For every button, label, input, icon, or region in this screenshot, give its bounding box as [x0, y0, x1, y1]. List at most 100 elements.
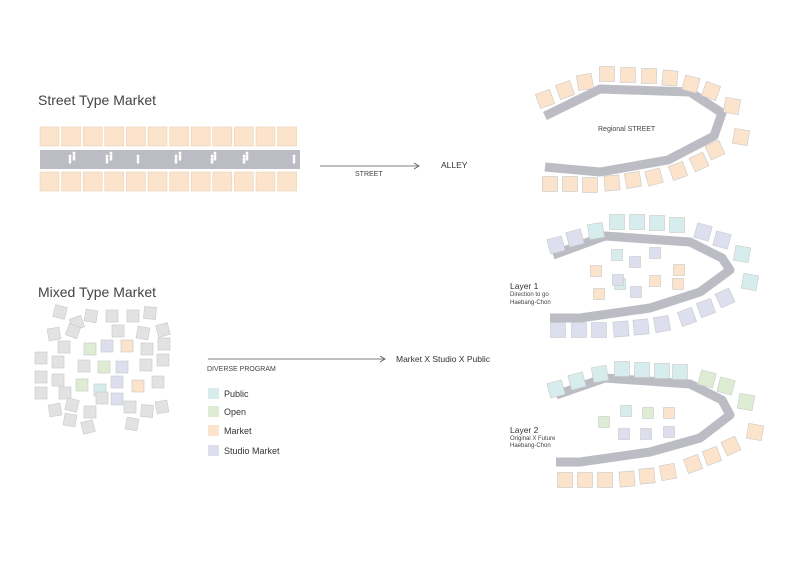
person-icon: [245, 154, 249, 161]
layer1-block: [669, 217, 685, 233]
mixed-block: [135, 325, 151, 341]
layer1-title: Layer 1: [510, 281, 539, 291]
regional-block: [542, 176, 558, 192]
regional-street-label: Regional STREET: [598, 126, 656, 133]
market-stall-top: [255, 126, 276, 147]
layer2-block: [654, 363, 670, 379]
mixed-block: [34, 351, 48, 365]
mixed-block: [58, 386, 72, 400]
person-icon: [72, 151, 76, 155]
layer2-line1: Original X Future: [510, 436, 556, 442]
regional-block: [599, 66, 615, 82]
layer1-inner-block: [611, 249, 623, 261]
person-icon: [210, 157, 214, 164]
mixed-block: [110, 392, 124, 406]
mixed-block: [140, 342, 154, 356]
market-stall-top: [104, 126, 125, 147]
mixed-block: [47, 402, 63, 418]
layer2-block: [634, 362, 650, 378]
market-stall-bottom: [82, 171, 103, 192]
layer2-block: [567, 371, 587, 391]
layer1-inner-block: [590, 265, 602, 277]
legend-swatch-open: [208, 406, 219, 417]
regional-block: [641, 68, 657, 84]
layer1-block: [714, 287, 736, 309]
layer2-block: [745, 422, 765, 442]
mixed-block: [139, 358, 153, 372]
market-stall-bottom: [61, 171, 81, 192]
layer1-street-path: [550, 231, 735, 323]
street-arrow-label: STREET: [355, 171, 383, 178]
layer2-block: [736, 392, 756, 412]
market-stall-bottom: [255, 171, 276, 192]
mixed-block: [151, 375, 165, 389]
regional-block: [535, 89, 555, 109]
person-icon: [178, 154, 182, 161]
street-type-title: Street Type Market: [38, 92, 157, 108]
mixed-block: [131, 379, 145, 393]
layer1-block: [550, 322, 566, 338]
regional-block: [688, 151, 710, 173]
mixed-block: [46, 326, 62, 342]
legend-label-open: Open: [224, 407, 247, 417]
mixed-block: [95, 391, 109, 405]
layer1-block: [693, 222, 713, 242]
person-icon: [242, 157, 246, 164]
mixed-block: [124, 416, 140, 432]
layer1-block: [649, 215, 665, 231]
layer2-block: [638, 467, 656, 485]
mixed-block: [105, 309, 119, 323]
regional-block: [731, 127, 751, 147]
layer1-block: [732, 244, 752, 264]
person-icon: [210, 154, 214, 158]
street-band: [40, 150, 300, 169]
mixed-block: [100, 339, 114, 353]
layer1-inner-block: [649, 275, 661, 287]
mixed-block: [75, 378, 89, 392]
regional-block: [603, 174, 621, 192]
mixed-block: [83, 308, 99, 324]
market-stall-bottom: [104, 171, 125, 192]
mixed-block: [126, 309, 140, 323]
market-stall-bottom: [169, 171, 189, 192]
layer1-block: [571, 322, 587, 338]
mixed-block: [123, 400, 137, 414]
person-icon: [68, 157, 72, 164]
layer2-line2: Haebang-Chon: [510, 443, 551, 449]
layer1-inner-block: [649, 247, 661, 259]
layer1-block: [586, 221, 606, 241]
layer1-block: [740, 272, 760, 292]
layer2-block: [672, 364, 688, 380]
person-icon: [213, 151, 217, 155]
legend-swatch-public: [208, 388, 219, 399]
layer2-block: [716, 376, 736, 396]
market-stall-bottom: [39, 171, 60, 192]
layer2-block: [720, 435, 742, 457]
person-icon: [174, 157, 178, 164]
mixed-block: [120, 339, 134, 353]
alley-label: ALLEY: [441, 160, 468, 170]
person-icon: [174, 154, 178, 158]
market-stall-top: [82, 126, 103, 147]
mixed-block: [111, 324, 125, 338]
person-icon: [105, 157, 109, 164]
layer1-block: [632, 318, 650, 336]
layer2-title: Layer 2: [510, 425, 539, 435]
mixed-block: [52, 304, 68, 320]
regional-block: [562, 176, 578, 192]
mixed-block: [83, 342, 97, 356]
market-stall-top: [39, 126, 60, 147]
mixed-block: [62, 412, 78, 428]
layer1-line1: Direction to go: [510, 292, 549, 298]
person-icon: [109, 154, 113, 161]
regional-block: [644, 167, 664, 187]
layer1-inner-block: [672, 278, 684, 290]
layer1-block: [612, 320, 630, 338]
market-stall-top: [126, 126, 146, 147]
layer2-block: [702, 446, 722, 466]
market-stall-bottom: [126, 171, 146, 192]
layer2-inner-block: [663, 426, 675, 438]
market-stall-bottom: [277, 171, 297, 192]
mixed-block: [77, 359, 91, 373]
